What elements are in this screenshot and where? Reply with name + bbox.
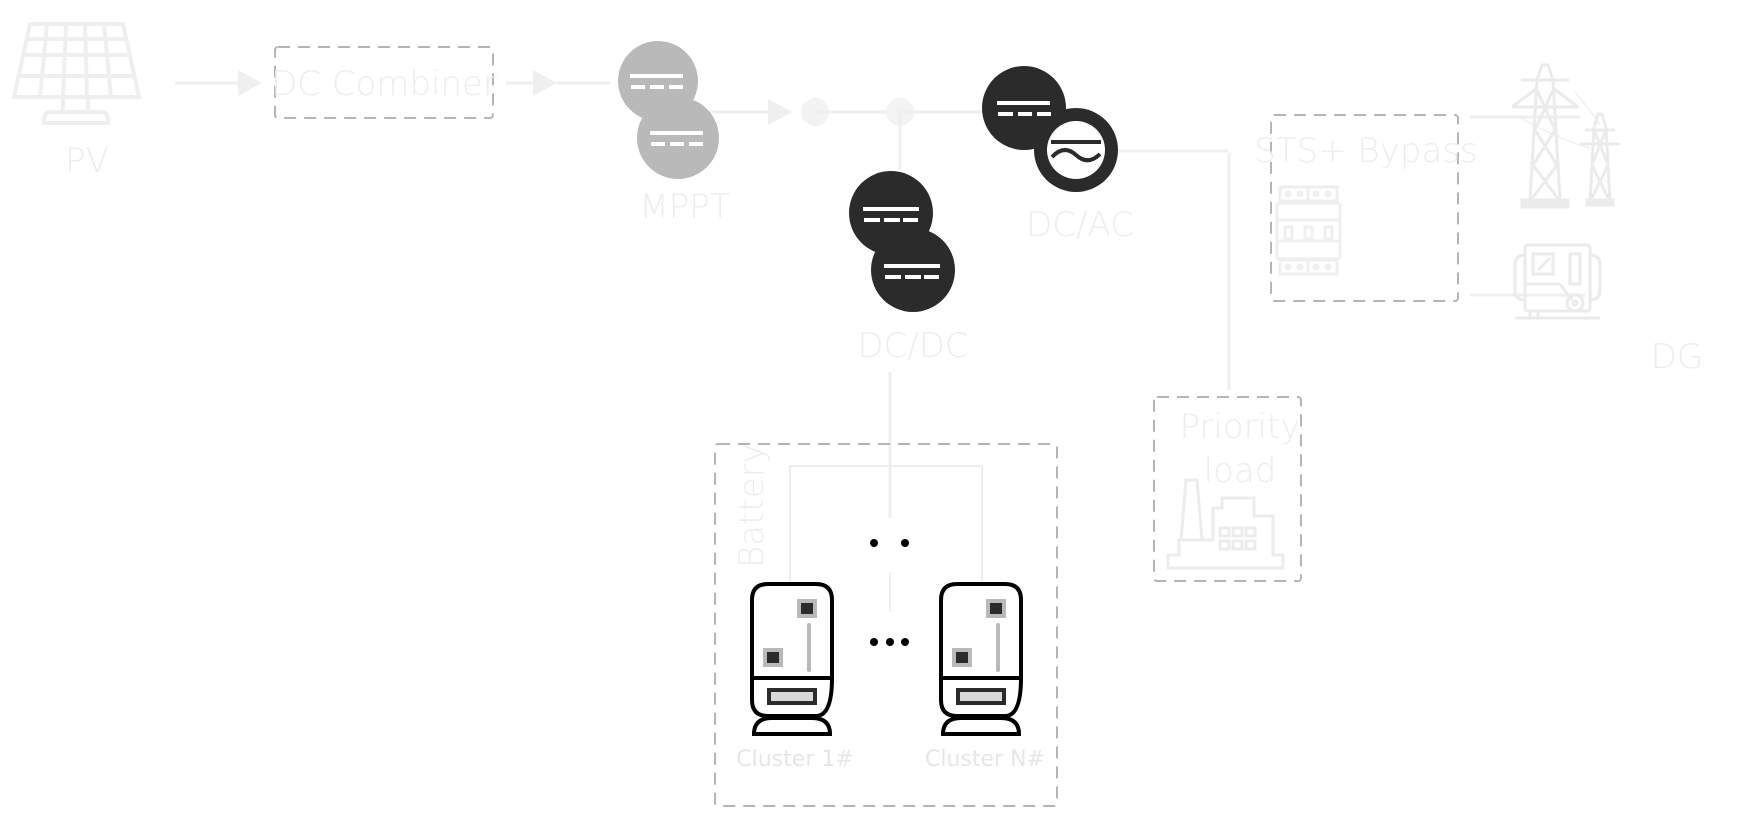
cluster-1-label: Cluster 1# [736,747,854,772]
battery-node[interactable]: Battery Cluster 1# [714,443,1058,807]
dc-combiner-box [274,46,494,119]
connection-lines [175,70,1585,612]
battery-cluster-1[interactable]: Cluster 1# [736,582,854,772]
priority-load-label-line2: load [1204,451,1277,491]
dc-dc-converter-icon [849,171,955,312]
priority-load-node[interactable]: Priority load [1153,396,1302,582]
factory-icon [1166,478,1285,570]
dcdc-label: DC/DC [857,326,968,366]
dcac-label: DC/AC [1026,205,1134,245]
mppt-label: MPPT [639,187,730,227]
battery-cabinet-icon [750,582,834,736]
mppt-to-bus-arrow [768,99,792,125]
priority-load-box [1153,396,1302,582]
priority-load-label-line1: Priority [1179,407,1300,447]
grid-node[interactable] [1511,63,1620,209]
dcac-node[interactable]: DC/AC [982,66,1134,245]
dcdc-node[interactable]: DC/DC [849,171,969,366]
combiner-to-mppt-arrow [533,70,557,96]
sts-bypass-label: STS+ Bypass [1254,131,1477,171]
sts-bypass-box [1270,114,1459,302]
ellipsis-top [870,539,909,547]
battery-cabinet-icon [939,582,1023,736]
dg-node[interactable]: DG [1513,243,1704,377]
pv-to-combiner-arrow [238,70,262,96]
cluster-n-label: Cluster N# [925,747,1045,772]
battery-box [714,443,1058,807]
dc-combiner-node[interactable]: DC Combiner [271,46,497,119]
pv-label: PV [65,141,109,181]
mppt-node[interactable]: MPPT [618,41,731,227]
transmission-tower-icon [1511,63,1620,209]
dc-combiner-label: DC Combiner [271,64,497,104]
dc-dc-converter-icon [618,41,719,179]
circuit-breaker-icon [1275,185,1342,276]
ellipsis-mid [870,638,909,646]
solar-panel-icon [11,22,142,125]
diesel-generator-icon [1513,243,1602,320]
battery-cluster-n[interactable]: Cluster N# [925,582,1045,772]
battery-cluster-bus [789,465,983,582]
dc-ac-inverter-icon [982,66,1118,192]
battery-label: Battery [732,443,772,568]
dg-label: DG [1651,337,1704,377]
sts-bypass-node[interactable]: STS+ Bypass [1254,114,1478,302]
pv-node[interactable]: PV [11,22,142,181]
